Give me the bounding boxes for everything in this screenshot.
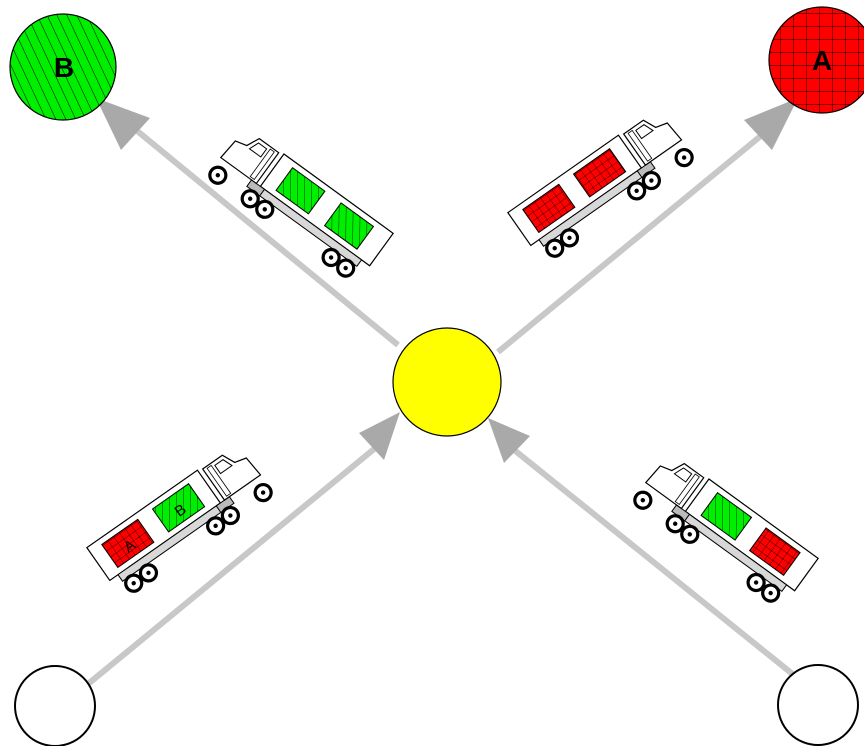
route-line-hub-to-dest-a — [496, 127, 770, 355]
truck-sorted-cargo — [630, 448, 820, 612]
origin-right-node — [777, 664, 859, 746]
cargo-box-a — [101, 518, 155, 569]
route-line-origin-right-to-hub — [506, 442, 802, 683]
cargo-box-b — [323, 202, 375, 250]
cargo-box-b — [275, 166, 326, 215]
arrow-head-to-dest-b — [96, 98, 150, 150]
destination-a-label: A — [812, 45, 832, 76]
truck-to-dest-b — [205, 123, 395, 287]
arrow-head-to-dest-a — [744, 98, 798, 150]
cargo-box-a — [522, 183, 576, 234]
destination-b-node: B — [9, 13, 117, 121]
cargo-box-a — [572, 148, 627, 198]
route-lines — [86, 122, 802, 687]
cargo-box-a — [748, 527, 801, 576]
arrow-heads — [96, 98, 798, 463]
truck-to-dest-a — [506, 105, 697, 267]
route-line-hub-to-dest-b — [128, 122, 400, 348]
destination-a-node: A — [768, 6, 864, 114]
truck-mixed-cargo: A B — [85, 440, 276, 602]
arrow-head-left-to-hub — [359, 412, 400, 460]
origin-left-node — [14, 665, 96, 746]
route-line-origin-left-to-hub — [86, 437, 387, 687]
arrow-head-right-to-hub — [488, 418, 530, 463]
cargo-box-b — [700, 491, 753, 541]
cargo-box-b — [151, 483, 206, 533]
hub-node — [392, 327, 502, 437]
destination-b-label: B — [54, 52, 74, 83]
